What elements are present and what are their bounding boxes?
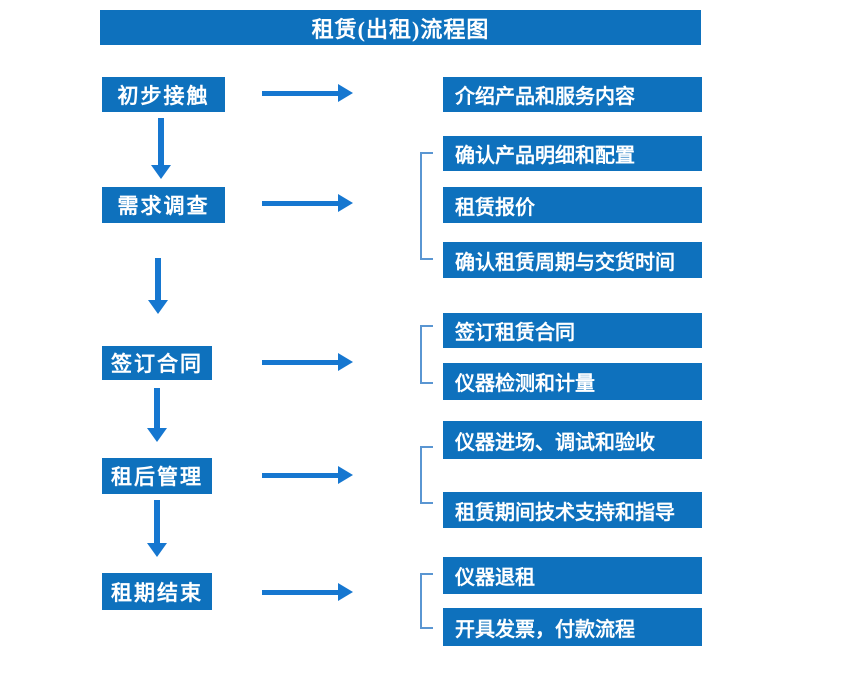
step-initial-contact: 初步接触	[102, 77, 225, 112]
down-arrow	[151, 118, 171, 179]
step-sign-contract: 签订合同	[102, 346, 212, 380]
step-rental-end: 租期结束	[102, 573, 212, 610]
detail-box: 开具发票，付款流程	[443, 608, 702, 646]
title-banner: 租赁(出租)流程图	[100, 10, 701, 45]
detail-box: 确认租赁周期与交货时间	[443, 242, 702, 278]
right-arrow	[262, 194, 353, 212]
page-title: 租赁(出租)流程图	[311, 16, 490, 42]
down-arrow	[148, 258, 168, 314]
down-arrow	[147, 388, 167, 442]
detail-box: 租赁报价	[443, 187, 702, 223]
detail-box: 仪器检测和计量	[443, 363, 702, 400]
step-demand-survey: 需求调查	[102, 187, 225, 223]
detail-box: 介绍产品和服务内容	[443, 77, 702, 112]
detail-box: 仪器退租	[443, 557, 702, 594]
detail-box: 租赁期间技术支持和指导	[443, 492, 702, 528]
group-bracket	[420, 446, 433, 504]
group-bracket	[420, 152, 433, 260]
detail-box: 仪器进场、调试和验收	[443, 421, 702, 459]
step-post-rental-management: 租后管理	[102, 458, 212, 494]
detail-box: 确认产品明细和配置	[443, 136, 702, 171]
right-arrow	[262, 84, 353, 102]
down-arrow	[147, 500, 167, 557]
right-arrow	[262, 466, 353, 484]
right-arrow	[262, 583, 353, 601]
right-arrow	[262, 353, 353, 371]
group-bracket	[420, 325, 433, 384]
detail-box: 签订租赁合同	[443, 313, 702, 348]
group-bracket	[420, 573, 433, 629]
